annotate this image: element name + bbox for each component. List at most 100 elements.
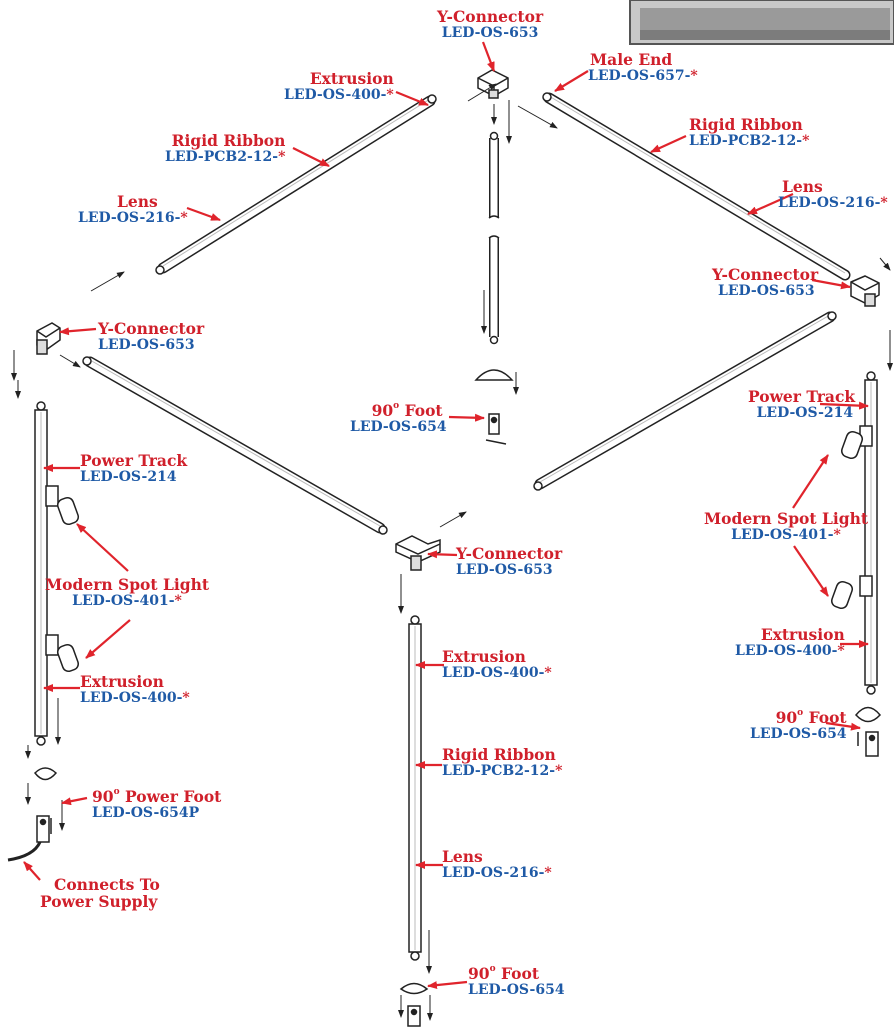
tube-top-left — [155, 94, 437, 275]
label-name: Rigid Ribbon — [442, 745, 556, 764]
label-name: Power Track — [80, 451, 188, 470]
label-name: Extrusion — [309, 69, 394, 88]
label-part: LED-OS-400- — [442, 665, 545, 681]
leader-arrows — [23, 41, 869, 990]
label-spot-light-left: Modern Spot Light LED-OS-401-* — [45, 576, 209, 610]
label-name: Extrusion — [442, 647, 526, 666]
asterisk: * — [880, 195, 888, 211]
label-name: Extrusion — [760, 625, 845, 644]
label-name-suffix: Power Foot — [119, 787, 222, 806]
label-part: LED-OS-653 — [441, 25, 539, 41]
label-name: 90 — [775, 708, 798, 727]
asterisk: * — [690, 68, 698, 84]
label-part: LED-OS-653 — [718, 283, 815, 299]
label-name-suffix: Foot — [495, 964, 539, 983]
label-y-connector-front: Y-Connector LED-OS-653 — [456, 545, 562, 579]
tubes — [34, 92, 878, 961]
label-name: Rigid Ribbon — [689, 115, 803, 134]
foot-center — [474, 369, 514, 445]
asterisk: * — [182, 690, 190, 706]
label-foot-center: 90o Foot LED-OS-654 — [350, 402, 447, 436]
label-name: Lens — [442, 847, 483, 866]
tube-right-front — [533, 311, 837, 491]
spot-right-1 — [840, 425, 873, 460]
tube-left-front — [82, 356, 388, 535]
label-y-connector-top: Y-Connector LED-OS-653 — [437, 8, 543, 42]
label-lens-front: Lens LED-OS-216-* — [442, 848, 552, 882]
degree-mark: o — [797, 708, 804, 718]
label-name: Male End — [590, 50, 673, 69]
label-line2: Power Supply — [40, 892, 158, 911]
label-lens-left: Lens LED-OS-216-* — [78, 193, 188, 227]
spot-left-2 — [45, 634, 80, 673]
label-name: Rigid Ribbon — [171, 131, 286, 150]
label-name: Modern Spot Light — [704, 509, 869, 528]
label-male-end: Male End LED-OS-657-* — [588, 51, 698, 85]
y-connector-front — [395, 535, 441, 571]
label-name: Lens — [116, 192, 158, 211]
asterisk: * — [544, 865, 552, 881]
y-connector-top — [477, 69, 509, 99]
label-name: Y-Connector — [98, 319, 205, 338]
photo-inset — [629, 0, 894, 45]
label-part: LED-OS-401- — [731, 527, 834, 543]
label-part: LED-OS-216- — [778, 195, 881, 211]
label-name: Lens — [782, 177, 823, 196]
label-foot-front: 90o Foot LED-OS-654 — [468, 965, 565, 999]
label-name: Y-Connector — [437, 7, 544, 26]
label-part: LED-OS-216- — [442, 865, 545, 881]
label-power-track-right: Power Track LED-OS-214 — [748, 388, 855, 422]
asterisk: * — [386, 87, 394, 103]
label-part: LED-OS-654 — [350, 419, 447, 435]
asterisk: * — [555, 763, 563, 779]
label-part: LED-OS-653 — [98, 337, 195, 353]
asterisk: * — [278, 149, 286, 165]
label-part: LED-OS-654P — [92, 805, 200, 821]
label-name: 90 — [92, 787, 114, 806]
label-part: LED-OS-654 — [468, 982, 565, 998]
tube-back-vertical — [488, 131, 500, 345]
label-name: 90 — [371, 401, 394, 420]
label-name-suffix: Foot — [399, 401, 443, 420]
label-part: LED-PCB2-12- — [442, 763, 556, 779]
label-name: Y-Connector — [712, 265, 819, 284]
degree-mark: o — [113, 787, 120, 797]
tube-front-vertical — [408, 615, 422, 961]
spot-right-2 — [830, 575, 873, 610]
label-rigid-ribbon-right: Rigid Ribbon LED-PCB2-12-* — [689, 116, 809, 150]
label-lens-right: Lens LED-OS-216-* — [778, 178, 888, 212]
label-part: LED-OS-214 — [756, 405, 854, 421]
tube-left-vertical — [34, 401, 48, 746]
degree-mark: o — [489, 964, 496, 974]
foot-right — [855, 706, 881, 757]
label-y-connector-left: Y-Connector LED-OS-653 — [98, 320, 204, 354]
spot-lights — [45, 425, 873, 673]
label-part: LED-OS-654 — [750, 726, 847, 742]
label-name-suffix: Foot — [803, 708, 847, 727]
label-part: LED-OS-657- — [588, 68, 691, 84]
label-extrusion-left: Extrusion LED-OS-400-* — [80, 673, 190, 707]
label-spot-light-right: Modern Spot Light LED-OS-401-* — [704, 510, 868, 544]
asterisk: * — [802, 133, 810, 149]
label-part: LED-OS-653 — [456, 562, 553, 578]
label-name: Power Track — [748, 387, 856, 406]
asterisk: * — [833, 527, 841, 543]
label-part: LED-OS-401- — [72, 593, 175, 609]
label-power-foot: 90o Power Foot LED-OS-654P — [92, 788, 221, 822]
label-rigid-ribbon-front: Rigid Ribbon LED-PCB2-12-* — [442, 746, 562, 780]
label-y-connector-right: Y-Connector LED-OS-653 — [712, 266, 818, 300]
spot-left-1 — [45, 485, 80, 526]
label-part: LED-PCB2-12- — [165, 149, 279, 165]
asterisk: * — [180, 210, 188, 226]
asterisk: * — [174, 593, 182, 609]
degree-mark: o — [393, 401, 400, 411]
tube-right-vertical — [864, 371, 878, 695]
tube-top-right — [542, 92, 851, 281]
label-part: LED-OS-216- — [78, 210, 181, 226]
label-line1: Connects To — [54, 875, 160, 894]
label-part: LED-OS-400- — [735, 643, 838, 659]
label-foot-right: 90o Foot LED-OS-654 — [750, 709, 847, 743]
label-name: 90 — [468, 964, 490, 983]
